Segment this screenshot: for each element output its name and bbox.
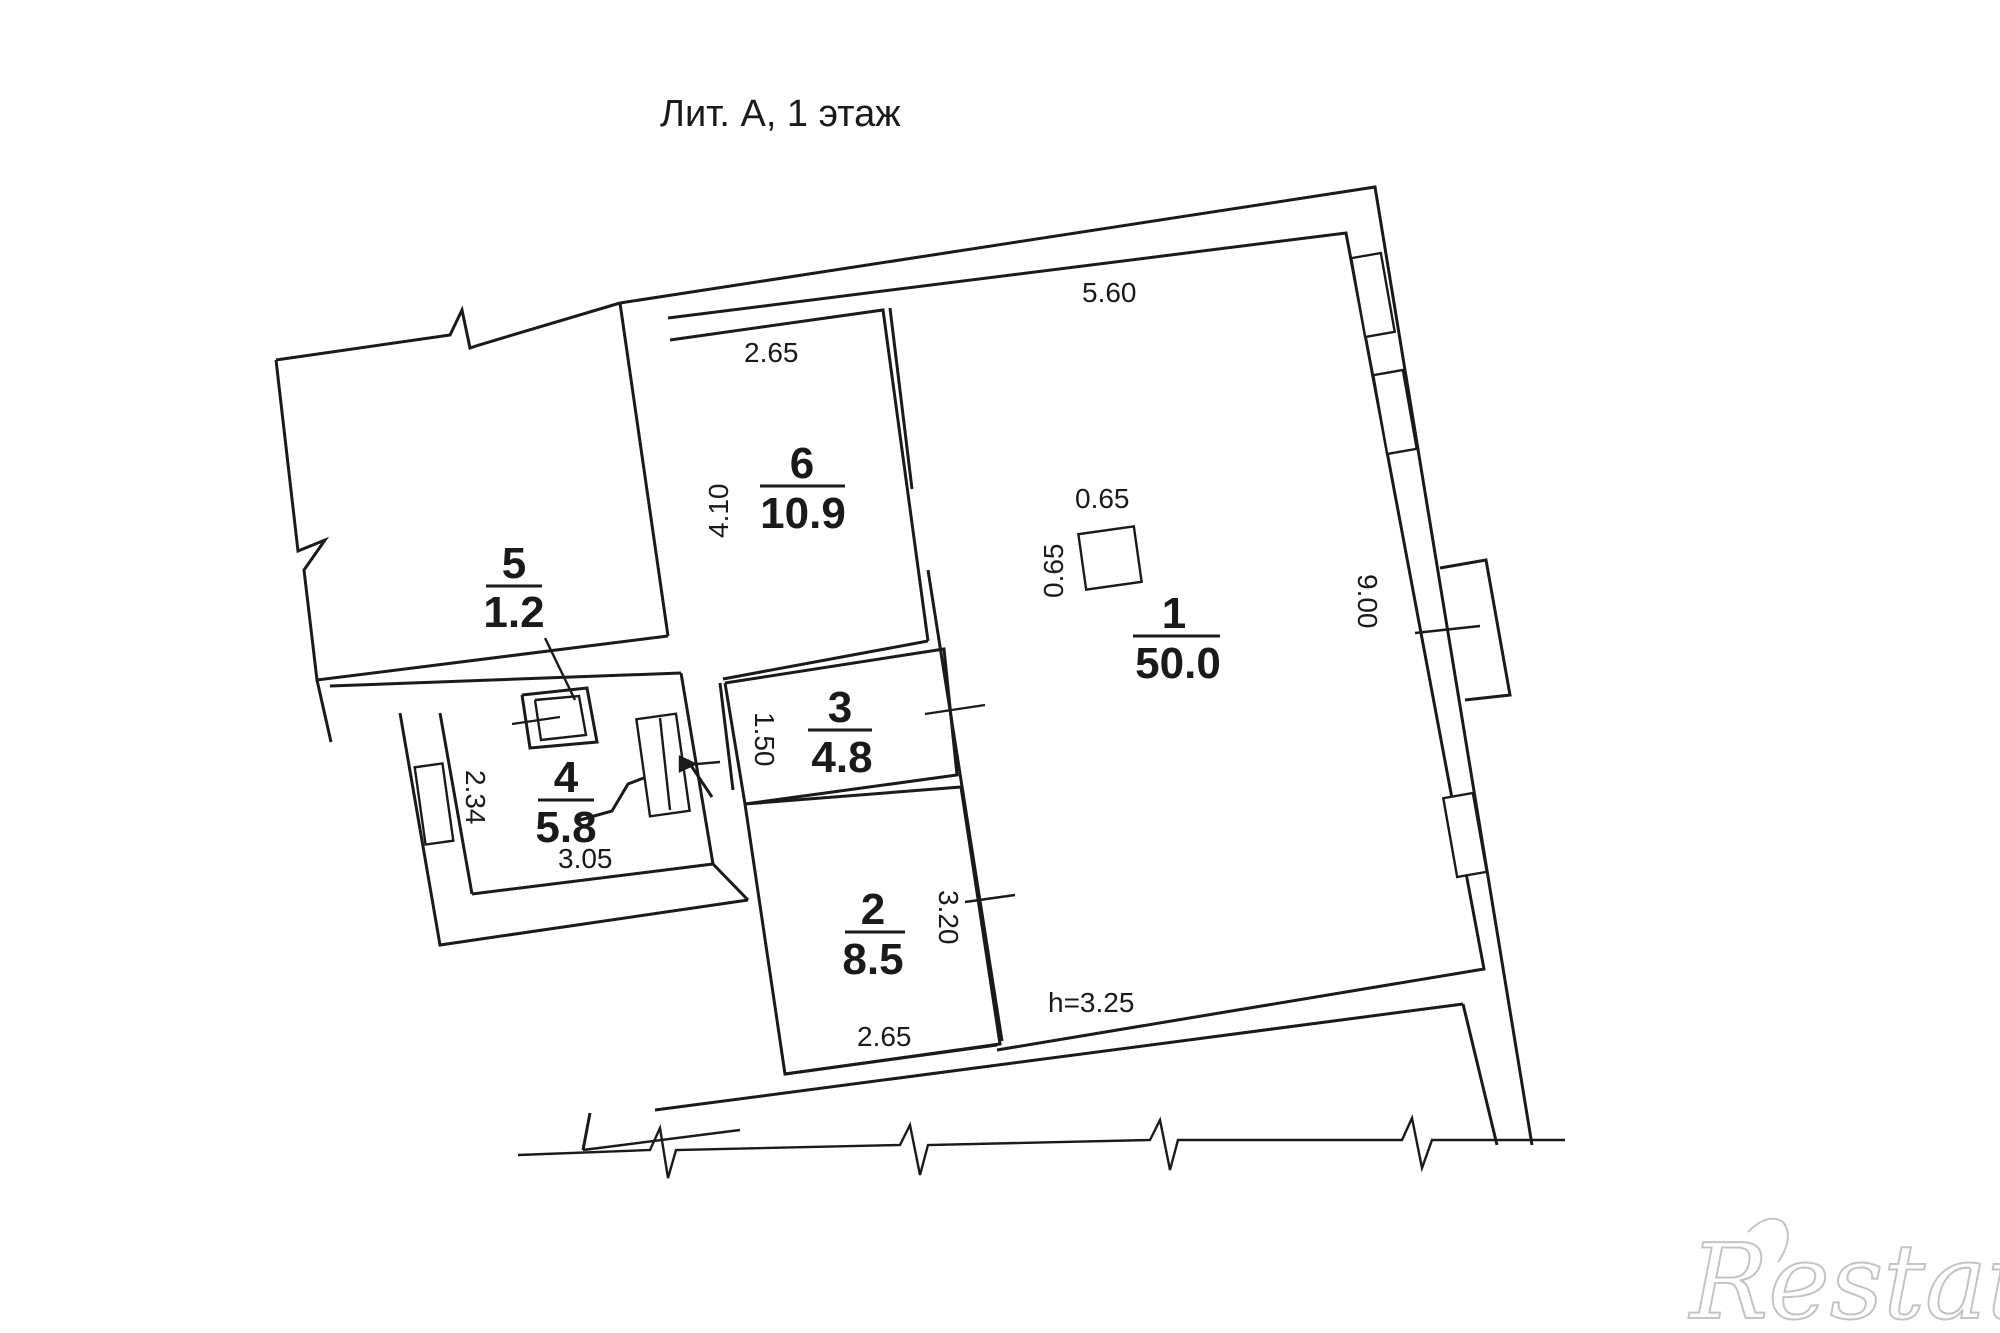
restate-logo-text: Restate — [1688, 1221, 2000, 1333]
room-6-area: 10.9 — [760, 489, 846, 538]
interior-walls — [579, 307, 1004, 1076]
dim-room1-right: 9.00 — [1352, 574, 1383, 629]
room-2-number: 2 — [861, 885, 885, 934]
room-4-label: 4 5.8 — [535, 753, 596, 852]
door-marks — [511, 624, 1481, 904]
room-5-label: 5 1.2 — [483, 539, 544, 637]
dim-room6-left: 4.10 — [703, 484, 734, 539]
plan-title: Лит. А, 1 этаж — [660, 93, 901, 135]
room-5-number: 5 — [502, 539, 526, 588]
window-right-3 — [1441, 791, 1489, 879]
room-1-number: 1 — [1162, 589, 1186, 638]
annex-walls — [274, 301, 750, 947]
windows — [413, 251, 1489, 879]
dim-column-h: 0.65 — [1038, 544, 1069, 599]
dim-room1-top: 5.60 — [1082, 277, 1137, 308]
window-annex — [413, 762, 455, 846]
room-1-area: 50.0 — [1135, 639, 1221, 688]
dim-room2-right: 3.20 — [933, 890, 964, 945]
room-3-area: 4.8 — [811, 733, 872, 782]
dim-room4-left: 2.34 — [460, 770, 491, 825]
ground-line — [517, 1114, 1565, 1179]
room-6-number: 6 — [790, 439, 814, 488]
room-1-label: 1 50.0 — [1133, 589, 1221, 688]
dim-room2-bottom: 2.65 — [857, 1021, 912, 1052]
room-5-area: 1.2 — [483, 588, 544, 637]
window-right-2 — [1371, 368, 1419, 456]
room-4-area: 5.8 — [535, 803, 596, 852]
column — [1077, 525, 1143, 591]
dim-room3-left: 1.50 — [749, 712, 780, 767]
dim-room6-top: 2.65 — [744, 337, 799, 368]
window-right-1 — [1349, 251, 1397, 339]
room-4-number: 4 — [554, 753, 579, 802]
room-3-number: 3 — [828, 683, 852, 732]
dim-height: h=3.25 — [1048, 987, 1134, 1018]
porch — [1439, 558, 1512, 702]
room-3-label: 3 4.8 — [808, 683, 873, 782]
dim-room4-bottom: 3.05 — [558, 843, 613, 874]
room-2-label: 2 8.5 — [842, 885, 905, 984]
dimensions: 5.60 9.00 0.65 0.65 h=3.25 2.65 4.10 1.5… — [460, 277, 1383, 1052]
room-2-area: 8.5 — [842, 935, 903, 984]
dim-column-w: 0.65 — [1075, 483, 1130, 514]
room-6-label: 6 10.9 — [760, 439, 846, 538]
shaft-room5 — [520, 686, 599, 750]
restate-watermark: Restate — [1687, 1217, 2000, 1333]
